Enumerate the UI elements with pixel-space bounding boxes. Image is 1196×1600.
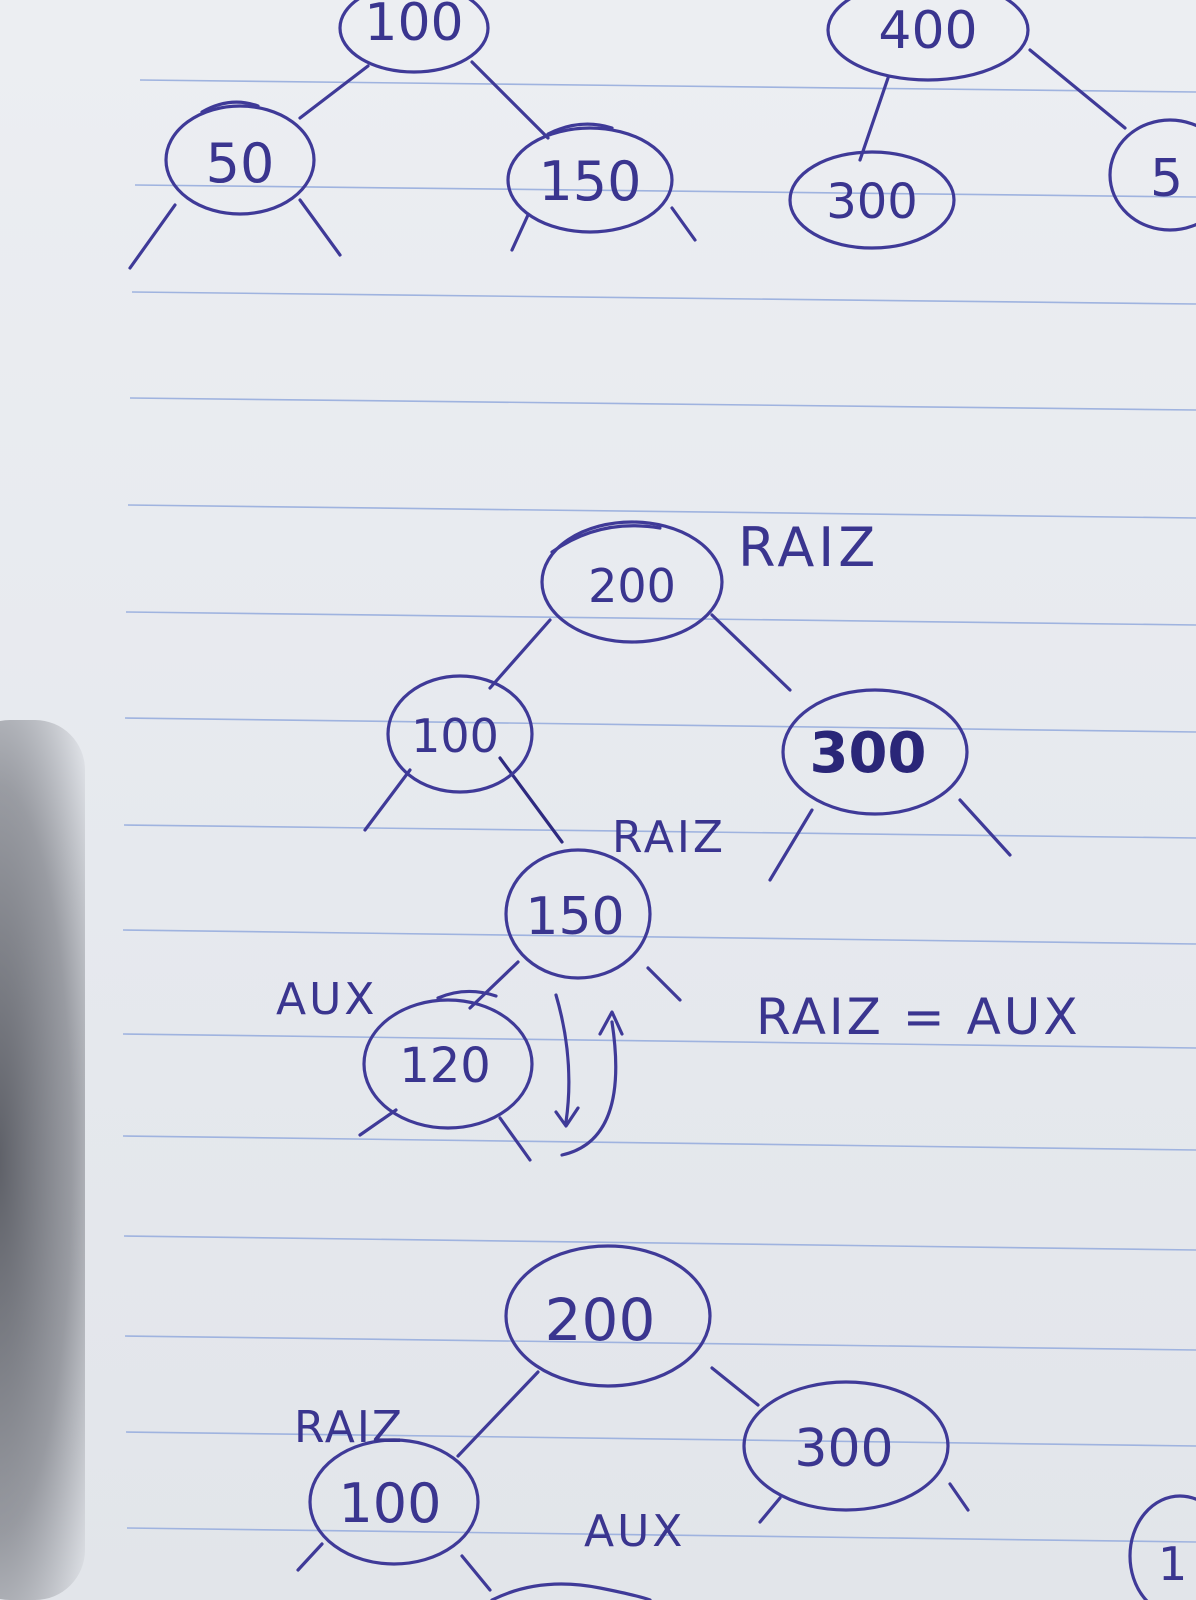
node-300-mid <box>781 688 969 816</box>
node-100-top-label: 100 <box>364 0 463 53</box>
node-300-top <box>788 150 956 250</box>
node-400-label: 400 <box>878 1 977 61</box>
node-100-bottom <box>308 1438 480 1566</box>
node-300-bottom <box>742 1380 950 1512</box>
node-120-aux <box>362 998 534 1130</box>
node-partial-bottom-right-label: 1 <box>1158 1537 1187 1591</box>
node-partial-right <box>1108 118 1196 232</box>
node-100-top <box>338 0 490 74</box>
top-right-tree: 400 300 5 <box>788 0 1196 250</box>
arrow-up-icon <box>560 1020 618 1157</box>
node-150-mid-label: 150 <box>525 887 624 947</box>
node-300-top-label: 300 <box>826 174 918 230</box>
bottom-raiz-label: RAIZ <box>294 1402 404 1453</box>
aux-label: AUX <box>276 974 377 1025</box>
node-300-mid-label: 300 <box>810 721 927 786</box>
node-partial-bottom-right <box>1128 1494 1196 1600</box>
assignment-raiz-aux: RAIZ = AUX <box>756 988 1081 1046</box>
node-400 <box>826 0 1030 82</box>
node-120-aux-label: 120 <box>399 1038 491 1094</box>
node-50-label: 50 <box>206 132 275 195</box>
node-200-root-label: 200 <box>588 559 676 613</box>
bottom-tree: 200 300 100 1 RAIZ AUX <box>294 1244 1196 1600</box>
middle-tree: 200 100 300 150 120 RAIZ RAIZ AUX RAIZ =… <box>276 516 1081 1162</box>
node-150-top <box>506 126 674 234</box>
node-partial-right-label: 5 <box>1150 149 1183 209</box>
node-200-bottom <box>504 1244 712 1388</box>
root-label-raiz: RAIZ <box>738 516 879 579</box>
node-100-mid <box>386 674 534 794</box>
top-left-tree: 100 50 150 <box>128 0 697 270</box>
node-100-mid-label: 100 <box>411 709 499 763</box>
ruled-lines <box>122 79 1196 1543</box>
node-150-mid <box>504 848 652 980</box>
node-200-root <box>540 520 724 644</box>
node-100-bottom-label: 100 <box>338 1472 441 1535</box>
node-150-top-label: 150 <box>538 150 641 213</box>
node-50 <box>164 104 316 216</box>
arrow-down-icon <box>554 993 571 1124</box>
node-200-bottom-label: 200 <box>545 1286 656 1354</box>
thumb-shadow <box>0 720 85 1600</box>
child-label-raiz: RAIZ <box>612 812 726 863</box>
node-300-bottom-label: 300 <box>794 1419 893 1479</box>
bottom-aux-label: AUX <box>584 1506 685 1557</box>
